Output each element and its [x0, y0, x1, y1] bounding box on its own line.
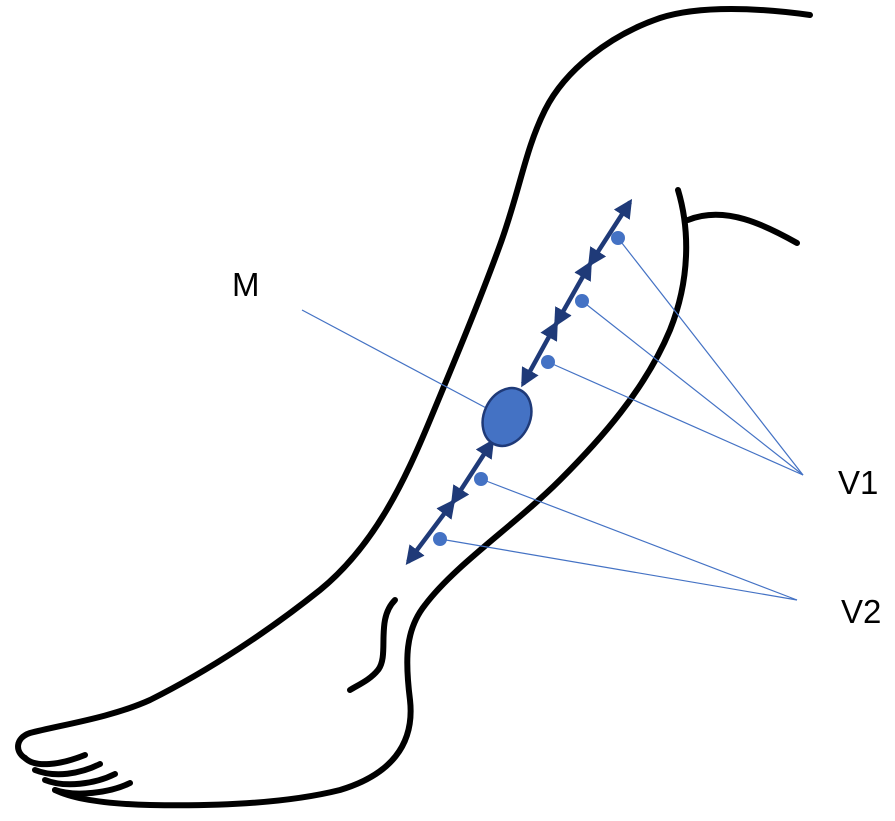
- leader-line-v1-a: [618, 238, 803, 475]
- double-arrow-icon: [453, 442, 492, 502]
- leg-front-contour: [55, 190, 686, 805]
- points: [433, 231, 625, 546]
- muscle-ellipse-icon: [473, 380, 540, 454]
- double-arrow-icon: [523, 324, 556, 384]
- dot-icon: [433, 532, 447, 546]
- leader-line-v2-b: [440, 539, 797, 600]
- leader-line-v1-c: [548, 362, 803, 475]
- dot-icon: [474, 472, 488, 486]
- leader-line-v1-b: [582, 301, 803, 475]
- leg-back-contour: [18, 9, 810, 758]
- leader-line-m: [302, 310, 505, 418]
- knee-crease: [688, 215, 797, 243]
- double-arrow-icon: [590, 202, 630, 264]
- leader-line-v2-a: [481, 479, 797, 600]
- ankle-mark: [350, 600, 395, 690]
- dot-icon: [541, 355, 555, 369]
- toe-1: [25, 755, 85, 764]
- leg-outline-icon: [18, 9, 810, 805]
- double-arrow-icon: [408, 502, 453, 562]
- leader-lines: [302, 238, 803, 600]
- label-v1: V1: [838, 466, 878, 499]
- segments: [408, 202, 630, 562]
- dot-icon: [611, 231, 625, 245]
- dot-icon: [575, 294, 589, 308]
- label-v2: V2: [841, 595, 881, 628]
- double-arrow-icon: [556, 264, 590, 324]
- label-m: M: [232, 268, 260, 301]
